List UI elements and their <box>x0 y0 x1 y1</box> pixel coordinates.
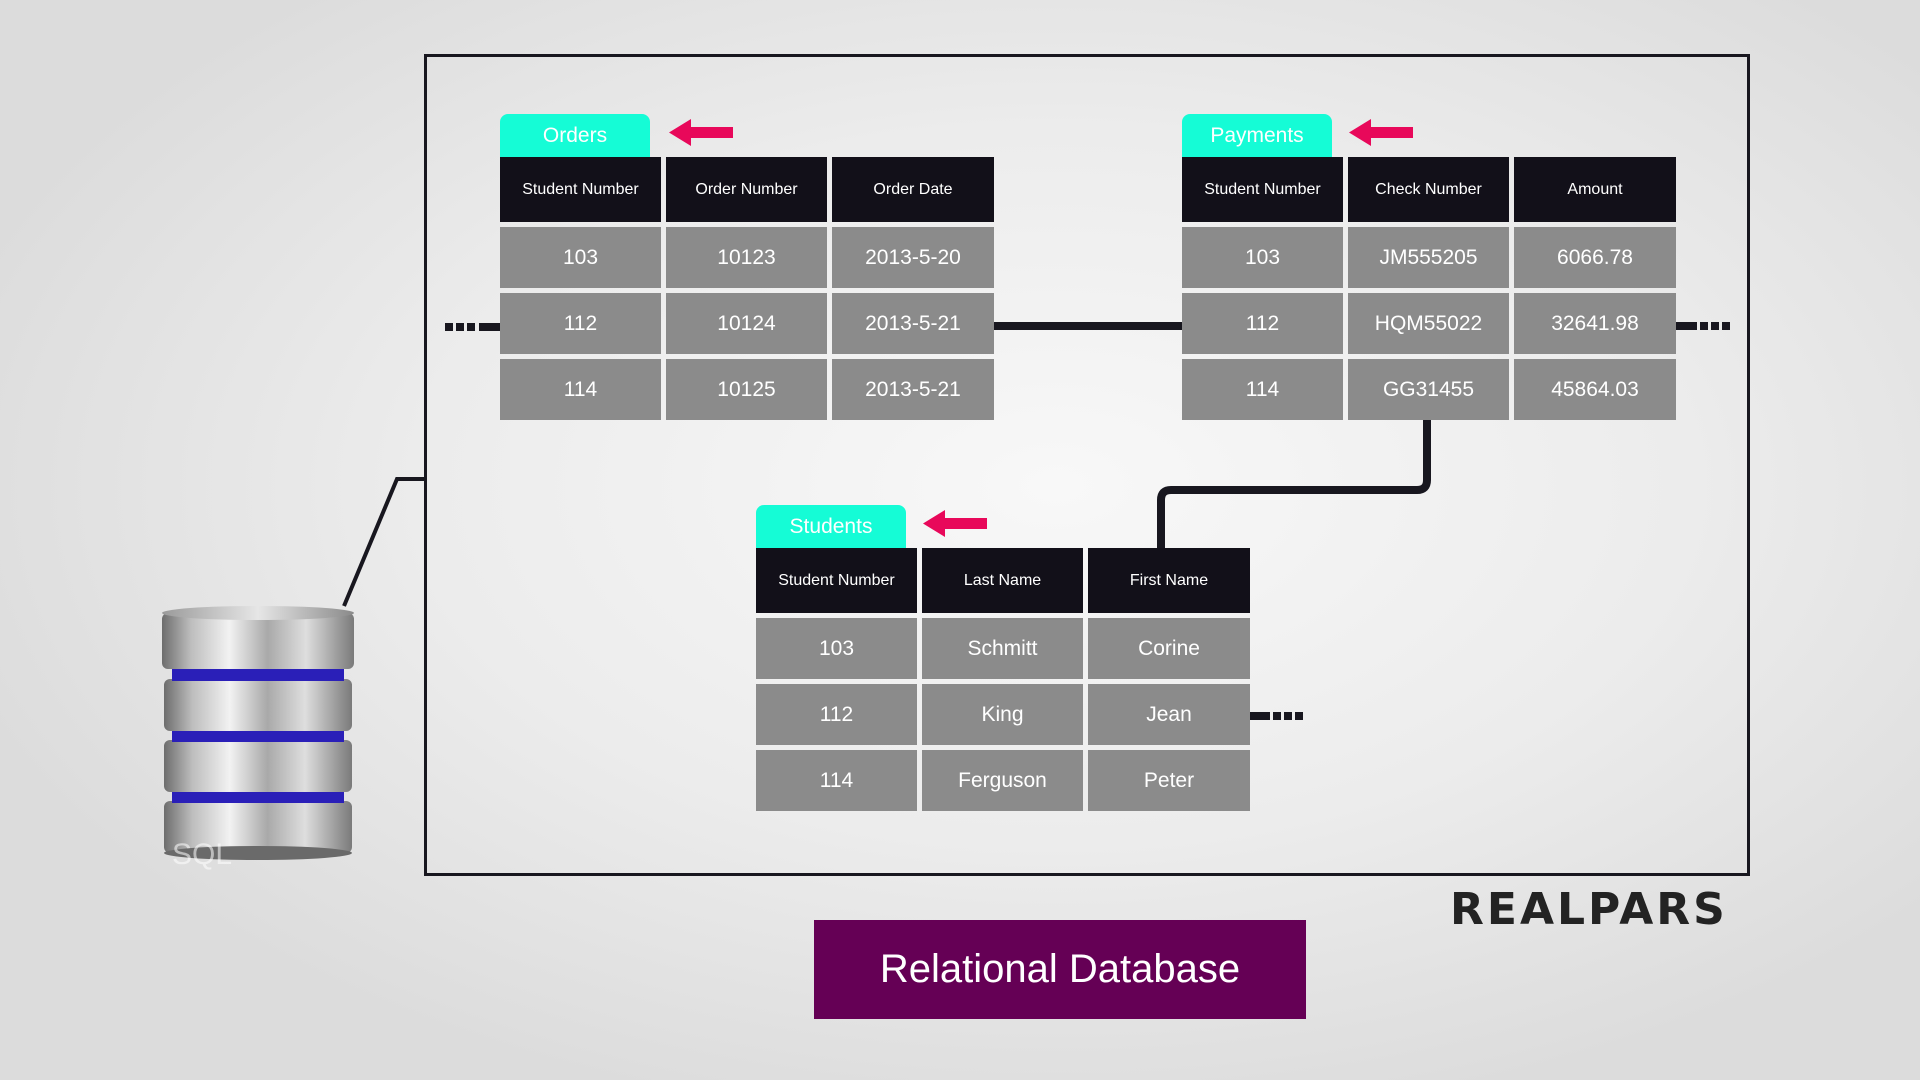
realpars-logo: REALPARS <box>1450 884 1728 935</box>
diagram-frame <box>424 54 1750 876</box>
arrow-left-icon <box>1349 119 1413 146</box>
table-cell: 10125 <box>666 359 827 420</box>
table-cell: 103 <box>1182 227 1343 288</box>
column-header: First Name <box>1088 548 1250 613</box>
table-cell: GG31455 <box>1348 359 1509 420</box>
table-cell: Peter <box>1088 750 1250 811</box>
payments-table-title: Payments <box>1182 114 1332 157</box>
table-cell: Schmitt <box>922 618 1083 679</box>
table-cell: JM555205 <box>1348 227 1509 288</box>
column-header: Amount <box>1514 157 1676 222</box>
orders-table-title: Orders <box>500 114 650 157</box>
db-callout-line <box>342 477 426 607</box>
table-cell: 114 <box>1182 359 1343 420</box>
arrow-left-icon <box>923 510 987 537</box>
arrow-left-icon <box>669 119 733 146</box>
table-cell: 114 <box>756 750 917 811</box>
sql-watermark: SQL <box>172 838 233 871</box>
column-header: Check Number <box>1348 157 1509 222</box>
table-cell: 6066.78 <box>1514 227 1676 288</box>
column-header: Student Number <box>756 548 917 613</box>
table-cell: 32641.98 <box>1514 293 1676 354</box>
table-cell: Jean <box>1088 684 1250 745</box>
db-disk <box>162 606 354 860</box>
column-header: Order Number <box>666 157 827 222</box>
column-header: Order Date <box>832 157 994 222</box>
table-cell: 10124 <box>666 293 827 354</box>
table-cell: 114 <box>500 359 661 420</box>
students-table-title: Students <box>756 505 906 548</box>
table-cell: Ferguson <box>922 750 1083 811</box>
table-cell: 2013-5-21 <box>832 359 994 420</box>
table-cell: 10123 <box>666 227 827 288</box>
table-cell: Corine <box>1088 618 1250 679</box>
column-header: Student Number <box>500 157 661 222</box>
table-cell: HQM55022 <box>1348 293 1509 354</box>
table-cell: 103 <box>756 618 917 679</box>
table-cell: 45864.03 <box>1514 359 1676 420</box>
column-header: Student Number <box>1182 157 1343 222</box>
column-header: Last Name <box>922 548 1083 613</box>
table-cell: King <box>922 684 1083 745</box>
table-cell: 112 <box>756 684 917 745</box>
table-cell: 112 <box>1182 293 1343 354</box>
table-cell: 2013-5-21 <box>832 293 994 354</box>
title-banner: Relational Database <box>814 920 1306 1019</box>
database-icon <box>162 606 354 860</box>
table-cell: 103 <box>500 227 661 288</box>
table-cell: 2013-5-20 <box>832 227 994 288</box>
table-cell: 112 <box>500 293 661 354</box>
